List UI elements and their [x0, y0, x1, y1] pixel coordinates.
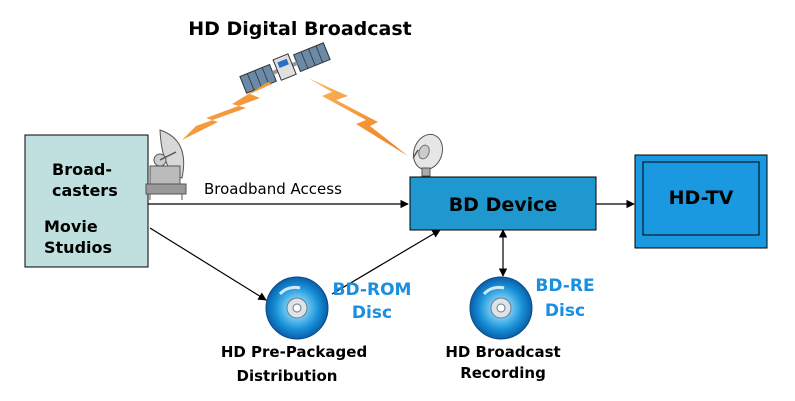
source-line-3: Movie [44, 217, 98, 236]
diagram-title: HD Digital Broadcast [188, 18, 412, 40]
broadband-label: Broadband Access [204, 180, 342, 198]
bdre-disc-icon [469, 276, 533, 340]
source-line-1: Broad- [52, 160, 112, 179]
hdtv-label: HD-TV [669, 187, 734, 209]
bd-device-box [409, 176, 597, 231]
bdre-label-line1: BD-RE [535, 276, 594, 296]
uplink-dish-icon [145, 129, 187, 200]
bdrom-disc-icon [265, 276, 329, 340]
source-line-4: Studios [44, 238, 112, 257]
receiver-dish-icon [412, 133, 444, 177]
broadcasters-box [24, 134, 149, 268]
hdtv-screen [642, 161, 760, 236]
bdrom-to-device-arrow [331, 229, 441, 295]
bdrom-label-line1: BD-ROM [333, 280, 412, 300]
source-line-2: casters [52, 181, 118, 200]
bdrom-caption-line2: Distribution [237, 367, 338, 385]
bdrom-caption-line1: HD Pre-Packaged [221, 343, 367, 361]
bd-device-label: BD Device [449, 194, 558, 216]
satellite-icon [239, 42, 331, 94]
bdre-label-line2: Disc [545, 301, 585, 321]
bdre-caption-line1: HD Broadcast [445, 343, 560, 361]
right-lightning-icon [308, 78, 408, 156]
left-lightning-icon [182, 82, 272, 140]
bdrom-label-line2: Disc [352, 303, 392, 323]
distribution-arrow [149, 227, 267, 301]
bdre-caption-line2: Recording [460, 364, 546, 382]
